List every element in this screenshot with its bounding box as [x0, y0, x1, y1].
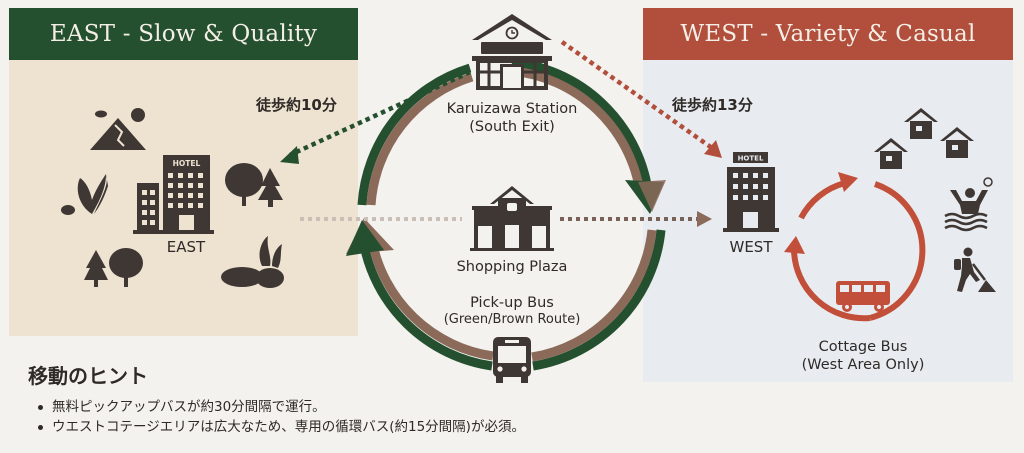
brown-route-right-lower-arc: [531, 229, 657, 362]
station-subtitle: (South Exit): [469, 119, 555, 135]
east-hotel-icon: HOTEL: [133, 155, 214, 234]
walk-arrow-east-icon: [280, 146, 299, 164]
brown-route-left-lower-arc: [367, 239, 494, 361]
east-hotel-label: EAST: [166, 238, 206, 256]
hint-item: 無料ピックアップバスが約30分間隔で運行。: [38, 397, 525, 417]
walk-path-west: [560, 40, 714, 150]
west-hotel-label: WEST: [729, 238, 773, 256]
west-hotel-sign: HOTEL: [738, 155, 764, 163]
pickup-bus-title: Pick-up Bus: [470, 295, 554, 311]
plaza-title: Shopping Plaza: [456, 259, 568, 275]
volcano-icon: [90, 108, 146, 150]
pickup-bus-loop: [346, 57, 666, 371]
hiking-icon: [954, 247, 996, 292]
pickup-bus-label: Pick-up Bus (Green/Brown Route): [412, 294, 612, 328]
plaza-arrow-west-icon: [697, 211, 712, 227]
brown-route-left-upper-arc: [366, 72, 474, 206]
pickup-bus-subtitle: (Green/Brown Route): [443, 312, 581, 327]
swimming-icon: [944, 177, 993, 232]
shopping-plaza-icon: [470, 186, 554, 251]
walk-arrow-west-icon: [704, 140, 722, 158]
green-route-right-lower-arc: [532, 229, 666, 371]
green-route-right-arc: [511, 57, 653, 191]
hints-title: 移動のヒント: [28, 364, 148, 388]
cottage-bus-label: Cottage Bus (West Area Only): [763, 338, 963, 374]
west-walk-time: 徒歩約13分: [672, 96, 753, 114]
tree-icon: [225, 163, 283, 207]
cottage-bus-loop: [784, 172, 926, 322]
cottage-icon: [874, 108, 974, 169]
cottage-loop-right-arc: [869, 181, 926, 321]
east-header: EAST - Slow & Quality: [9, 8, 358, 60]
green-route-left-upper-arc: [357, 63, 472, 206]
station-title: Karuizawa Station: [446, 101, 578, 117]
cottage-loop-lower-arc: [791, 249, 871, 322]
pickup-bus-icon: [493, 337, 531, 383]
travel-hints: 移動のヒント 無料ピックアップバスが約30分間隔で運行。 ウエストコテージエリア…: [28, 360, 525, 437]
hint-item: ウエストコテージエリアは広大なため、専用の循環バス(約15分間隔)が必須。: [38, 417, 525, 437]
west-header: WEST - Variety & Casual: [643, 8, 1013, 60]
cottage-bus-icon: [836, 281, 890, 312]
east-area-panel: EAST - Slow & Quality: [9, 8, 358, 336]
hot-spring-rock-icon: [221, 236, 284, 288]
hints-list: 無料ピックアップバスが約30分間隔で運行。 ウエストコテージエリアは広大なため、…: [28, 397, 525, 437]
cottage-loop-arrow-top-icon: [838, 172, 858, 192]
station-label: Karuizawa Station (South Exit): [412, 100, 612, 136]
green-route-left-lower-arc: [358, 239, 493, 371]
forest-icon: [84, 248, 143, 287]
east-hotel-sign: HOTEL: [173, 159, 201, 168]
west-area-panel: WEST - Variety & Casual: [643, 8, 1013, 382]
cottage-loop-arrow-left-icon: [784, 236, 805, 254]
cottage-bus-subtitle: (West Area Only): [801, 357, 925, 373]
west-hotel-icon: HOTEL: [723, 152, 779, 232]
cottage-loop-upper-arc: [798, 180, 846, 220]
walk-path-east: [289, 69, 471, 158]
cottage-bus-title: Cottage Bus: [818, 339, 908, 355]
east-walk-time: 徒歩約10分: [256, 96, 337, 114]
station-icon: [472, 14, 552, 90]
wild-plant-icon: [61, 174, 108, 215]
